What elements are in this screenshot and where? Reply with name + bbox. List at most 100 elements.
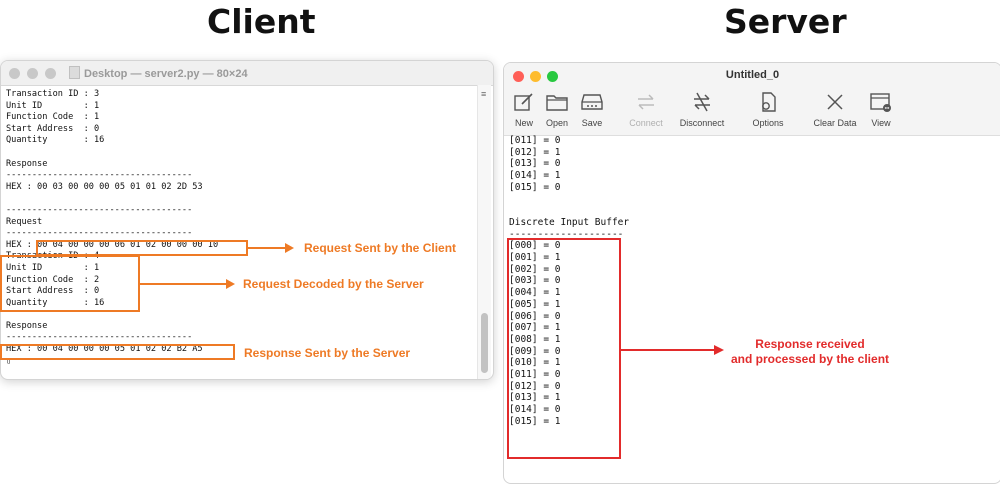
response-received-line1: Response received [755,337,865,351]
toolbar-disconnect-button[interactable]: Disconnect [674,89,730,128]
terminal-line: Quantity : 16 [6,297,105,308]
terminal-title-text: Desktop — server2.py — 80×24 [84,68,248,80]
toolbar-view-label: View [871,118,891,128]
server-line: [011] = 0 [509,135,561,146]
scrollbar-thumb[interactable] [481,313,488,373]
toolbar-connect-button[interactable]: Connect [624,89,668,128]
server-line: [013] = 1 [509,392,561,404]
request-decoded-label: Request Decoded by the Server [243,277,424,291]
request-decoded-arrow [140,283,226,285]
toolbar-save-label: Save [581,118,603,128]
server-line: [012] = 0 [509,380,561,392]
server-line: [008] = 1 [509,333,561,345]
terminal-title: Desktop — server2.py — 80×24 [69,66,248,80]
toolbar-connect-label: Connect [629,118,663,128]
discrete-input-highlight [507,238,621,459]
server-line: [009] = 0 [509,345,561,357]
server-line: [006] = 0 [509,310,561,322]
server-line: [005] = 1 [509,298,561,310]
terminal-titlebar: Desktop — server2.py — 80×24 [1,61,493,86]
new-icon [509,89,539,115]
toolbar-view-button[interactable]: View [866,89,896,128]
server-line: [014] = 0 [509,404,561,416]
terminal-line: HEX : 00 04 00 00 00 05 01 02 02 B2 A5 [6,344,203,355]
terminal-window: Desktop — server2.py — 80×24 Transaction… [0,60,494,380]
options-icon [748,89,788,115]
view-icon [866,89,896,115]
connect-icon [624,89,668,115]
request-sent-arrow [248,247,285,249]
terminal-line: ------------------------------------ [6,228,193,239]
close-window-button[interactable] [513,71,524,82]
client-heading: Client [207,2,316,41]
terminal-line: ------------------------------------ [6,332,193,343]
toolbar-new-button[interactable]: New [509,89,539,128]
save-icon [577,89,607,115]
server-line: [010] = 1 [509,357,561,369]
clear-icon [808,89,862,115]
folder-icon [540,89,574,115]
disconnect-icon [674,89,730,115]
request-sent-label: Request Sent by the Client [304,241,457,255]
toolbar-clear-data-label: Clear Data [813,118,857,128]
server-line: ​ [509,194,629,206]
terminal-line: Unit ID : 1 [6,262,100,273]
toolbar-open-button[interactable]: Open [540,89,574,128]
toolbar-new-label: New [514,118,533,128]
minimize-window-button[interactable] [530,71,541,82]
terminal-line: Function Code : 2 [6,274,100,285]
zoom-window-button[interactable] [45,68,56,79]
server-line: -------------------- [509,228,624,240]
server-line: [013] = 0 [509,158,561,170]
terminal-line: HEX : 00 03 00 00 00 05 01 01 02 2D 53 [6,181,203,192]
server-line: [004] = 1 [509,287,561,299]
request-decoded-arrowhead [226,279,235,289]
server-title: Untitled_0 [725,69,780,81]
document-icon [69,66,80,79]
terminal-line: ------------------------------------ [6,170,193,181]
toolbar-save-button[interactable]: Save [577,89,607,128]
terminal-scrollbar[interactable]: ≡ [477,85,491,379]
scroll-menu-icon[interactable]: ≡ [481,89,487,99]
response-received-arrow [621,349,714,351]
server-line: [012] = 1 [509,146,561,158]
terminal-line: Function Code : 1 [6,112,100,123]
terminal-line: ------------------------------------ [6,204,193,215]
terminal-line: ​ [6,193,218,205]
server-line: [002] = 0 [509,263,561,275]
response-received-label: Response received and processed by the c… [720,337,900,367]
server-line: [007] = 1 [509,322,561,334]
server-line: [014] = 1 [509,170,561,182]
terminal-line: Quantity : 16 [6,135,105,146]
toolbar-clear-data-button[interactable]: Clear Data [808,89,862,128]
terminal-line: Transaction ID : 3 [6,89,100,99]
server-heading: Server [724,2,847,41]
server-line: [001] = 1 [509,252,561,264]
terminal-line: Unit ID : 1 [6,100,100,111]
server-line: [003] = 0 [509,275,561,287]
terminal-line: ​ [6,147,218,159]
server-output[interactable]: [011] = 0[012] = 1[013] = 0[014] = 1[015… [509,135,629,428]
request-decoded-highlight [0,255,140,312]
minimize-window-button[interactable] [27,68,38,79]
server-line: [015] = 1 [509,415,561,427]
server-line: [000] = 0 [509,240,561,252]
server-line: Discrete Input Buffer [509,216,630,228]
terminal-line: Request [6,216,43,227]
server-window: Untitled_0 New Open Save Connect Disconn… [503,62,1000,484]
server-line: ​ [509,205,629,217]
zoom-window-button[interactable] [547,71,558,82]
response-sent-label: Response Sent by the Server [244,346,411,360]
terminal-line: ▯ [6,355,12,366]
terminal-line: Start Address : 0 [6,286,100,297]
close-window-button[interactable] [9,68,20,79]
terminal-line: HEX : 00 04 00 00 00 06 01 02 00 00 00 1… [6,239,219,250]
toolbar-options-label: Options [752,118,784,128]
terminal-line: Start Address : 0 [6,123,100,134]
request-sent-arrowhead [285,243,294,253]
terminal-line: Response [6,158,48,169]
terminal-line: Response [6,320,48,331]
toolbar-options-button[interactable]: Options [748,89,788,128]
server-line: [015] = 0 [509,181,561,193]
